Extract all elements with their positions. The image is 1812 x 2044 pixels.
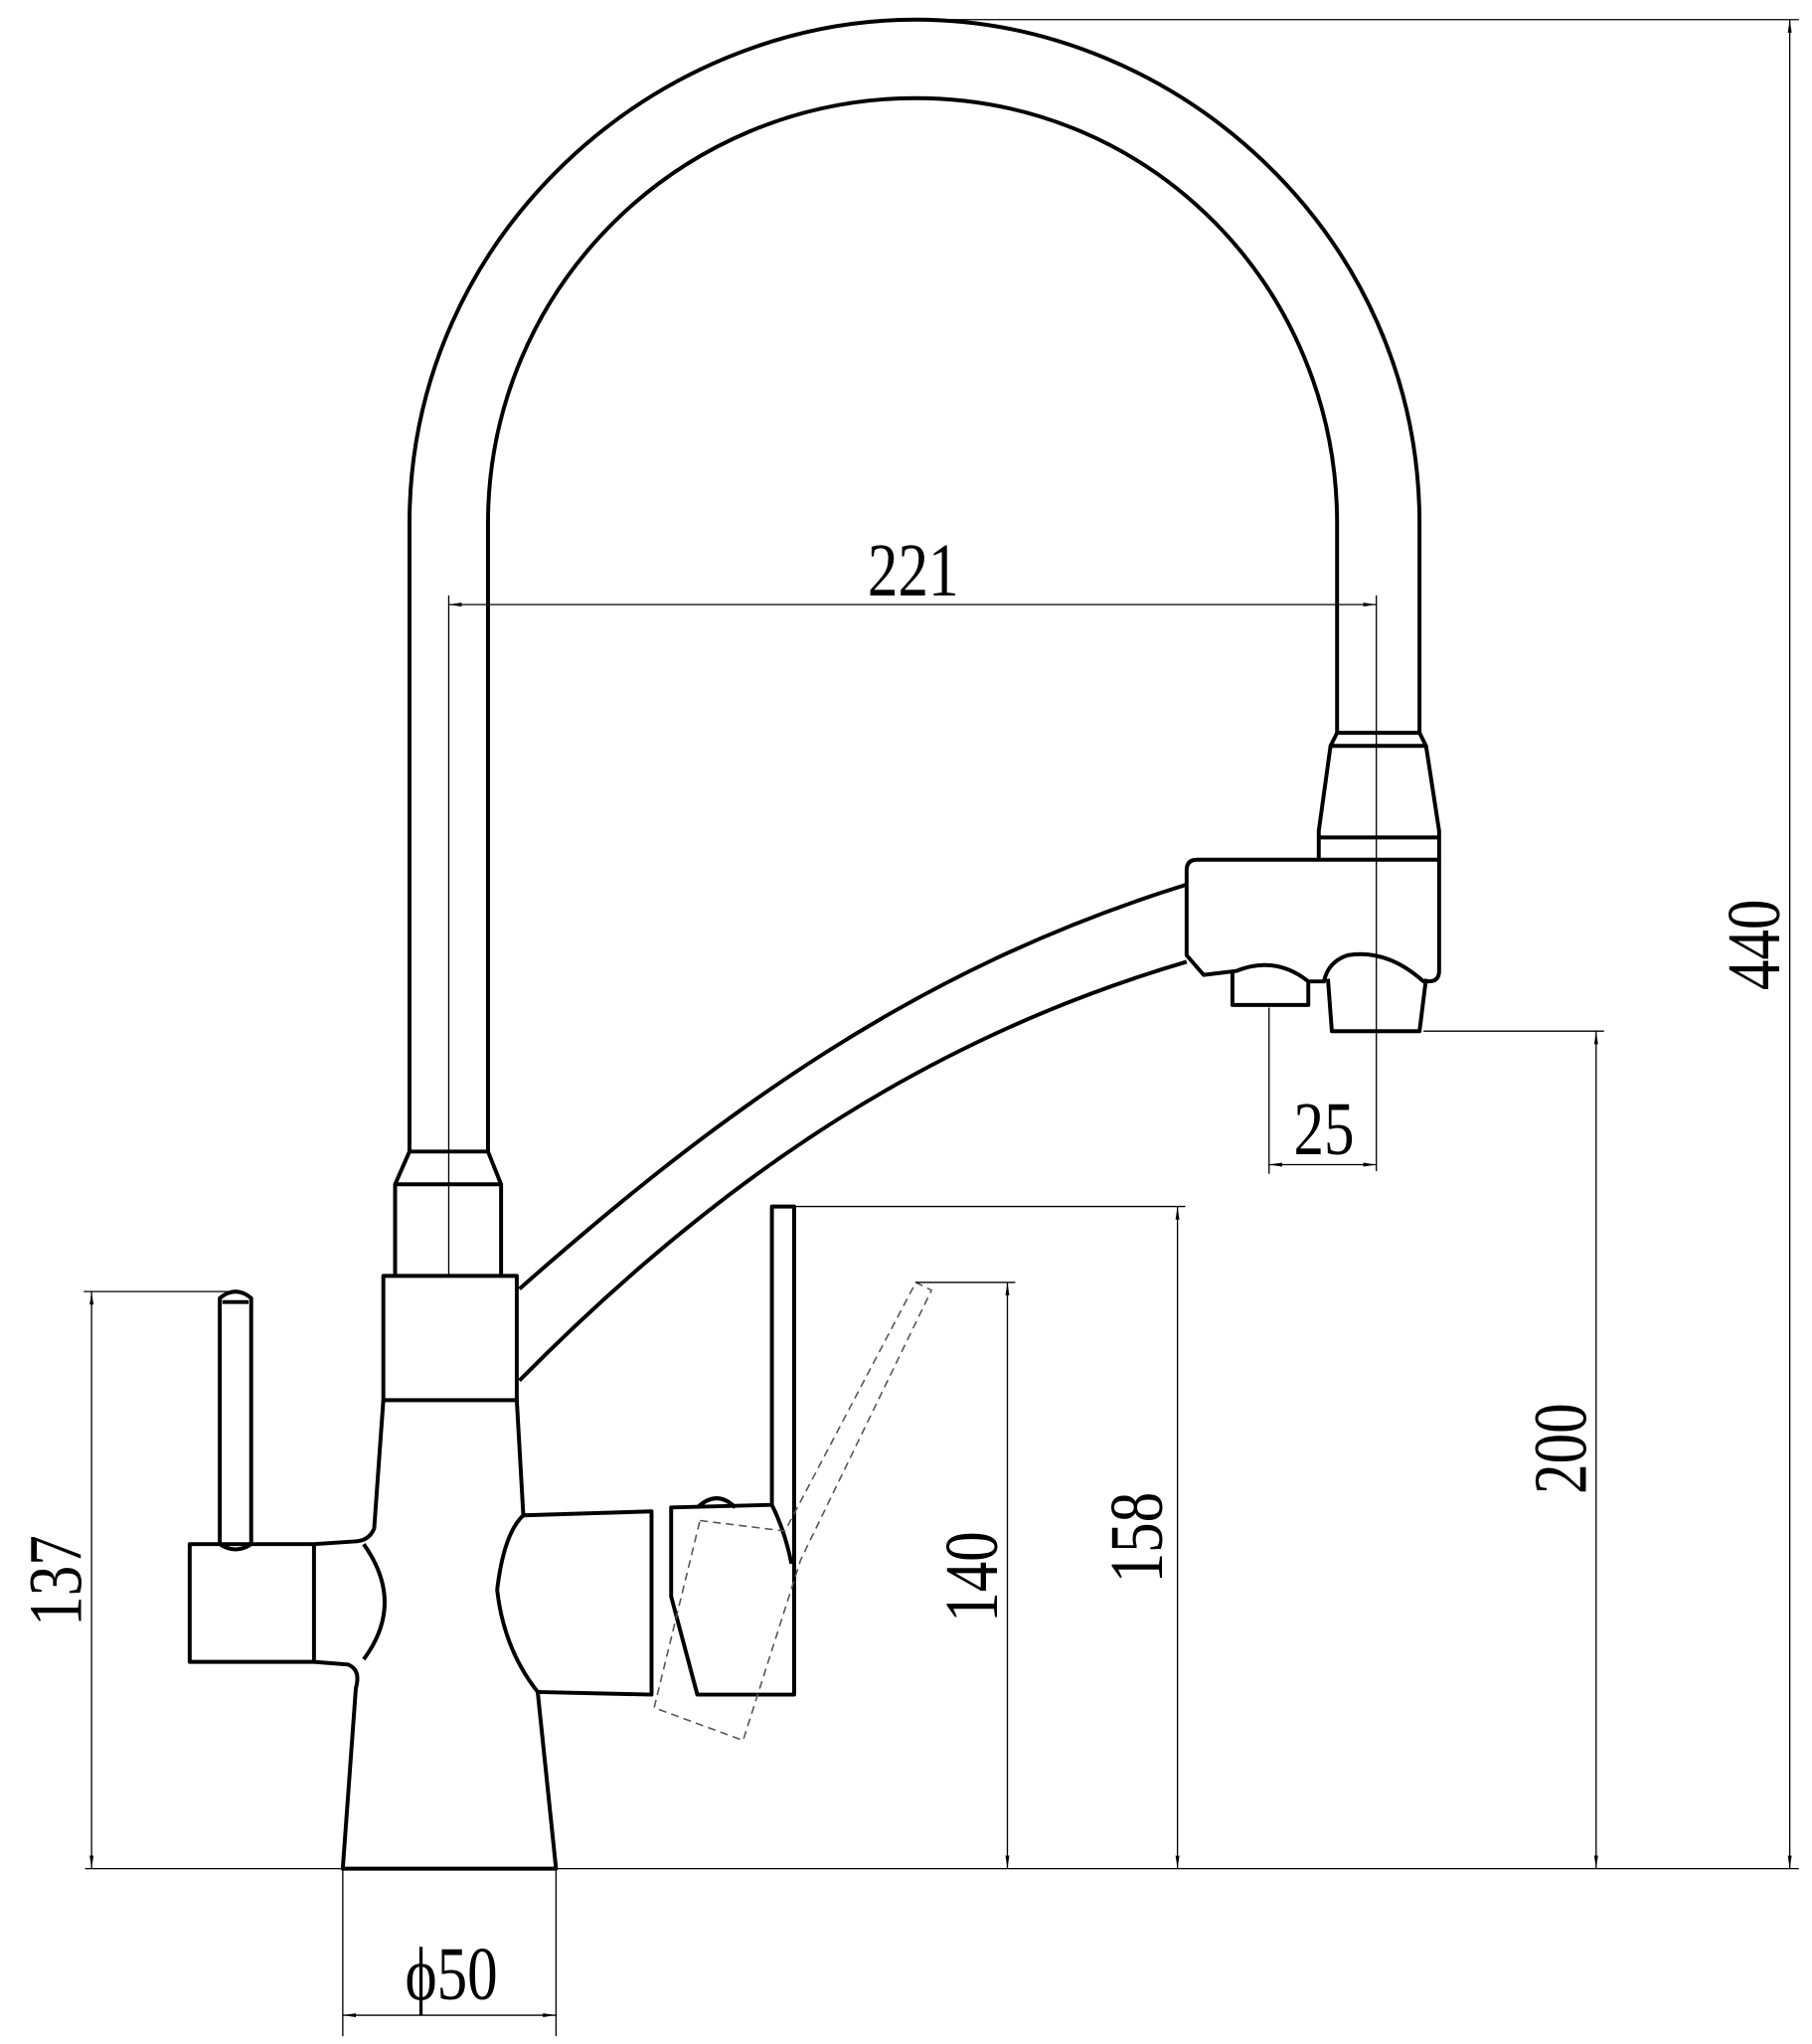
faucet-body xyxy=(187,1274,654,1871)
dim-nozzle-offset: 25 xyxy=(1294,1086,1355,1170)
dim-base-diameter: ϕ50 xyxy=(405,1932,497,2016)
mixer-lever-tilted xyxy=(653,1280,933,1742)
filter-tube xyxy=(518,882,1188,1383)
dimension-lines xyxy=(83,19,1799,2037)
dim-lever-tilted-height: 140 xyxy=(929,1531,1014,1622)
dim-filter-lever-height: 137 xyxy=(13,1535,97,1626)
dim-lever-height: 158 xyxy=(1093,1492,1178,1584)
spray-head xyxy=(1184,857,1441,1034)
mixer-lever xyxy=(669,1204,796,1697)
spout xyxy=(393,17,1441,1277)
dim-total-height: 440 xyxy=(1712,900,1796,991)
dim-spout-reach: 221 xyxy=(868,527,959,611)
dim-outlet-height: 200 xyxy=(1518,1403,1602,1494)
